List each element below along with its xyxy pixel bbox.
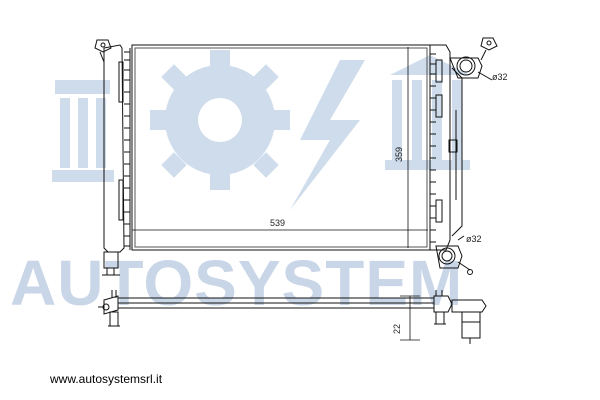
- left-bottom-foot: [103, 251, 119, 269]
- width-dimension-label: 539: [270, 218, 285, 228]
- radiator-bottom-view: [98, 290, 487, 344]
- right-tank: [429, 44, 451, 251]
- inlet-diameter-label: ø32: [492, 72, 508, 82]
- watermark: AUTOSYSTEM: [10, 50, 470, 319]
- right-top-bracket-hole: [486, 40, 492, 46]
- lightning-watermark-icon: [290, 60, 365, 210]
- right-side-bracket: [451, 67, 463, 237]
- outlet-pipe: [438, 247, 456, 265]
- radiator-front-view: [94, 37, 498, 276]
- outlet-pipe-bottom: [451, 299, 487, 313]
- temple-watermark-icon: [52, 80, 114, 182]
- inlet-pipe: [456, 56, 476, 76]
- left-top-bracket-hole: [100, 42, 106, 48]
- right-top-bracket: [480, 37, 498, 51]
- left-top-bracket: [94, 39, 112, 53]
- depth-dimension: [400, 295, 420, 341]
- depth-dimension-label: 22: [392, 324, 402, 334]
- website-url[interactable]: www.autosystemsrl.it: [50, 372, 163, 386]
- right-end-bottom: [433, 295, 453, 313]
- left-tank: [103, 44, 125, 253]
- height-dimension-label: 359: [394, 147, 404, 162]
- gear-watermark-icon: [150, 50, 290, 190]
- left-tank-ribs: [124, 51, 130, 247]
- outlet-diameter-label: ø32: [466, 234, 482, 244]
- watermark-text: AUTOSYSTEM: [10, 247, 463, 319]
- right-tank-ribs: [430, 53, 436, 243]
